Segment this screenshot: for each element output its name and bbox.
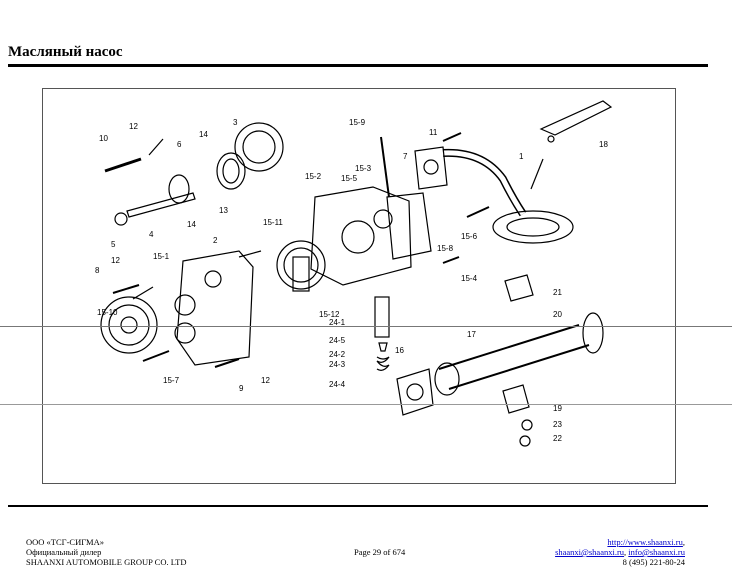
callout-15-5: 15-5 [341,174,358,183]
callout-20: 20 [553,310,562,319]
callout-2: 2 [213,236,218,245]
pump-housing-2 [176,250,254,366]
callout-13: 13 [219,206,228,215]
footer-dealer: Официальный дилер [26,547,102,557]
relief-valve [374,296,390,338]
callout-6: 6 [177,140,182,149]
callout-10: 10 [99,134,108,143]
title-underline [8,64,708,67]
website-comma: , [682,537,685,547]
callout-24-1: 24-1 [329,318,346,327]
callout-1: 1 [519,152,524,161]
callout-12c: 12 [261,376,270,385]
bracket-18 [539,100,613,136]
callout-5: 5 [111,240,116,249]
callout-24-2: 24-2 [329,350,346,359]
pump-body [310,186,412,286]
callout-12b: 12 [111,256,120,265]
exploded-diagram: 10 12 14 3 6 13 14 4 5 2 15-1 12 8 15-10… [42,88,676,484]
callout-15-8: 15-8 [437,244,454,253]
callout-3: 3 [233,118,238,127]
footer-contacts: http://www.shaanxi.ru, shaanxi@shaanxi.r… [555,537,685,567]
callout-12a: 12 [129,122,138,131]
callout-24-3: 24-3 [329,360,346,369]
callout-15-6: 15-6 [461,232,478,241]
page-title: Масляный насос [8,44,123,60]
callout-15-7: 15-7 [163,376,180,385]
callout-16: 16 [395,346,404,355]
email-link-2[interactable]: info@shaanxi.ru [628,547,685,557]
callout-19: 19 [553,404,562,413]
callout-24-5: 24-5 [329,336,346,345]
callout-9: 9 [239,384,244,393]
gear-15-10 [100,296,158,354]
callout-15-3: 15-3 [355,164,372,173]
callout-14b: 14 [187,220,196,229]
scan-line-2 [0,404,732,405]
gasket-16 [396,368,434,416]
callout-15-11: 15-11 [263,218,283,227]
callout-15-2: 15-2 [305,172,322,181]
callout-15-1: 15-1 [153,252,170,261]
callout-17: 17 [467,330,476,339]
callout-14a: 14 [199,130,208,139]
gear-15-11 [276,240,326,292]
email-separator: , [624,547,627,557]
callout-24-4: 24-4 [329,380,346,389]
callout-23: 23 [553,420,562,429]
scan-line-1 [0,326,732,327]
footer-page-number: Page 29 of 674 [354,547,406,557]
website-link[interactable]: http://www.shaanxi.ru [607,537,683,547]
callout-8: 8 [95,266,100,275]
callout-15-10: 15-10 [97,308,118,317]
callout-15-12: 15-12 [319,310,340,319]
callout-11: 11 [429,128,438,137]
gear-3 [234,122,284,172]
pipe-17 [434,312,604,396]
bolt-10 [104,157,142,173]
callout-21: 21 [553,288,562,297]
callout-15-4: 15-4 [461,274,478,283]
callout-15-9: 15-9 [349,118,366,127]
callout-7: 7 [403,152,408,161]
footer-company-block: ООО «ТСГ-СИГМА» Официальный дилер SHAANX… [26,537,187,567]
footer-company: ООО «ТСГ-СИГМА» [26,537,104,547]
callout-22: 22 [553,434,562,443]
email-link-1[interactable]: shaanxi@shaanxi.ru [555,547,625,557]
callout-18: 18 [599,140,608,149]
oil-pump-drawing: 10 12 14 3 6 13 14 4 5 2 15-1 12 8 15-10… [95,100,613,447]
footer-rule [8,505,708,507]
footer-phone: 8 (495) 221-80-24 [622,557,685,567]
footer-group: SHAANXI AUTOMOBILE GROUP CO. LTD [26,557,187,567]
callout-4: 4 [149,230,154,239]
oil-strainer [492,210,574,244]
